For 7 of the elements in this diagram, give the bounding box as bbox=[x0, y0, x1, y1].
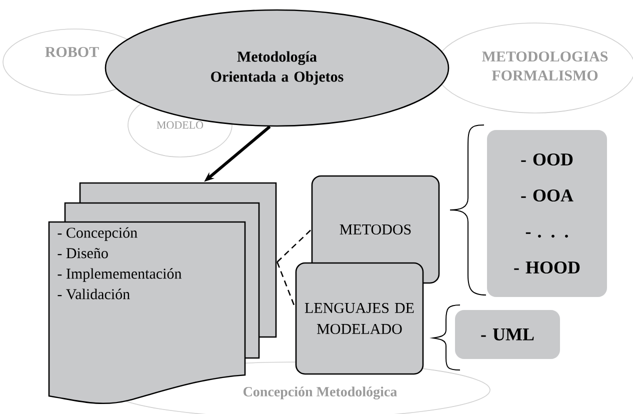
faded-label: METODOLOGIAS FORMALISMO bbox=[482, 51, 608, 81]
faded-label: MODELO bbox=[156, 121, 204, 129]
process-box: LENGUAJES DE MODELADO bbox=[295, 262, 424, 375]
faded-label: Concepción Metodológica bbox=[244, 386, 397, 400]
list-box: - OOD - OOA - . . . - HOOD bbox=[487, 130, 607, 297]
list-box: - UML bbox=[455, 310, 560, 359]
connector-line bbox=[276, 229, 312, 262]
